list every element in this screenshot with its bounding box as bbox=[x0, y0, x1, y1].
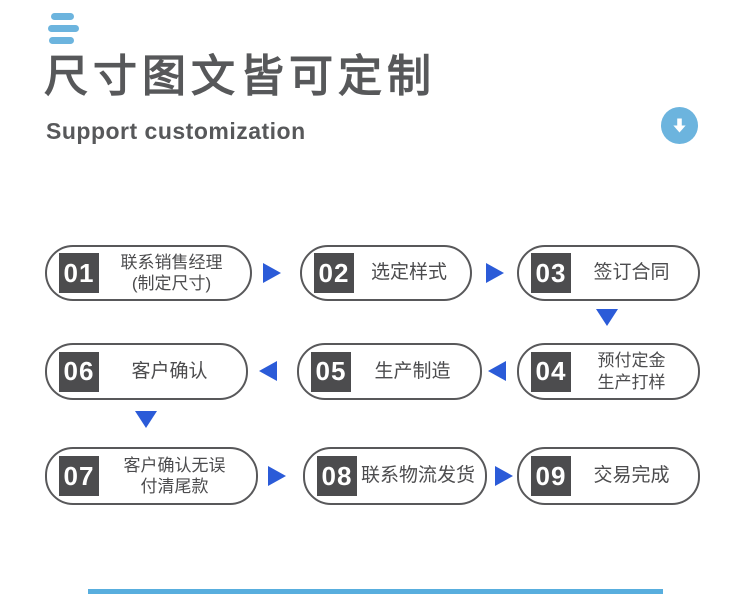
step-label: 签订合同 bbox=[593, 262, 670, 284]
flow-step-08: 08 联系物流发货 bbox=[303, 447, 487, 505]
step-number-badge: 05 bbox=[311, 351, 351, 392]
arrow-left-icon bbox=[259, 361, 277, 381]
flow-step-09: 09 交易完成 bbox=[517, 447, 700, 505]
flow-step-05: 05 生产制造 bbox=[297, 343, 482, 400]
step-number-badge: 02 bbox=[314, 253, 354, 293]
flow-step-03: 03 签订合同 bbox=[517, 245, 700, 301]
step-number-badge: 06 bbox=[59, 351, 99, 392]
menu-lines-icon bbox=[48, 13, 79, 49]
step-label: 联系销售经理 (制定尺寸) bbox=[120, 252, 223, 293]
flow-step-06: 06 客户确认 bbox=[45, 343, 248, 400]
page-subtitle: Support customization bbox=[46, 118, 306, 144]
arrow-down-icon bbox=[135, 411, 157, 428]
flow-step-01: 01 联系销售经理 (制定尺寸) bbox=[45, 245, 252, 301]
step-label: 预付定金 生产打样 bbox=[597, 351, 666, 392]
flow-step-07: 07 客户确认无误 付清尾款 bbox=[45, 447, 258, 505]
step-number-badge: 04 bbox=[531, 351, 571, 392]
scroll-down-circle-icon bbox=[661, 107, 698, 144]
step-number-badge: 01 bbox=[59, 253, 99, 293]
step-label: 选定样式 bbox=[370, 262, 447, 284]
arrow-left-icon bbox=[488, 361, 506, 381]
arrow-right-icon bbox=[486, 263, 504, 283]
step-label: 客户确认无误 付清尾款 bbox=[123, 455, 226, 496]
flow-step-02: 02 选定样式 bbox=[300, 245, 472, 301]
step-number-badge: 07 bbox=[59, 456, 99, 496]
arrow-down-icon bbox=[596, 309, 618, 326]
step-label: 生产制造 bbox=[374, 360, 451, 382]
page-title: 尺寸图文皆可定制 bbox=[44, 52, 436, 101]
arrow-right-icon bbox=[495, 466, 513, 486]
step-label: 联系物流发货 bbox=[360, 465, 475, 487]
step-number-badge: 09 bbox=[531, 456, 571, 496]
arrow-right-icon bbox=[268, 466, 286, 486]
step-number-badge: 03 bbox=[531, 253, 571, 293]
flow-step-04: 04 预付定金 生产打样 bbox=[517, 343, 700, 400]
arrow-right-icon bbox=[263, 263, 281, 283]
step-label: 交易完成 bbox=[593, 465, 670, 487]
step-label: 客户确认 bbox=[131, 360, 208, 382]
section-divider-bar bbox=[88, 589, 663, 594]
step-number-badge: 08 bbox=[317, 456, 357, 496]
